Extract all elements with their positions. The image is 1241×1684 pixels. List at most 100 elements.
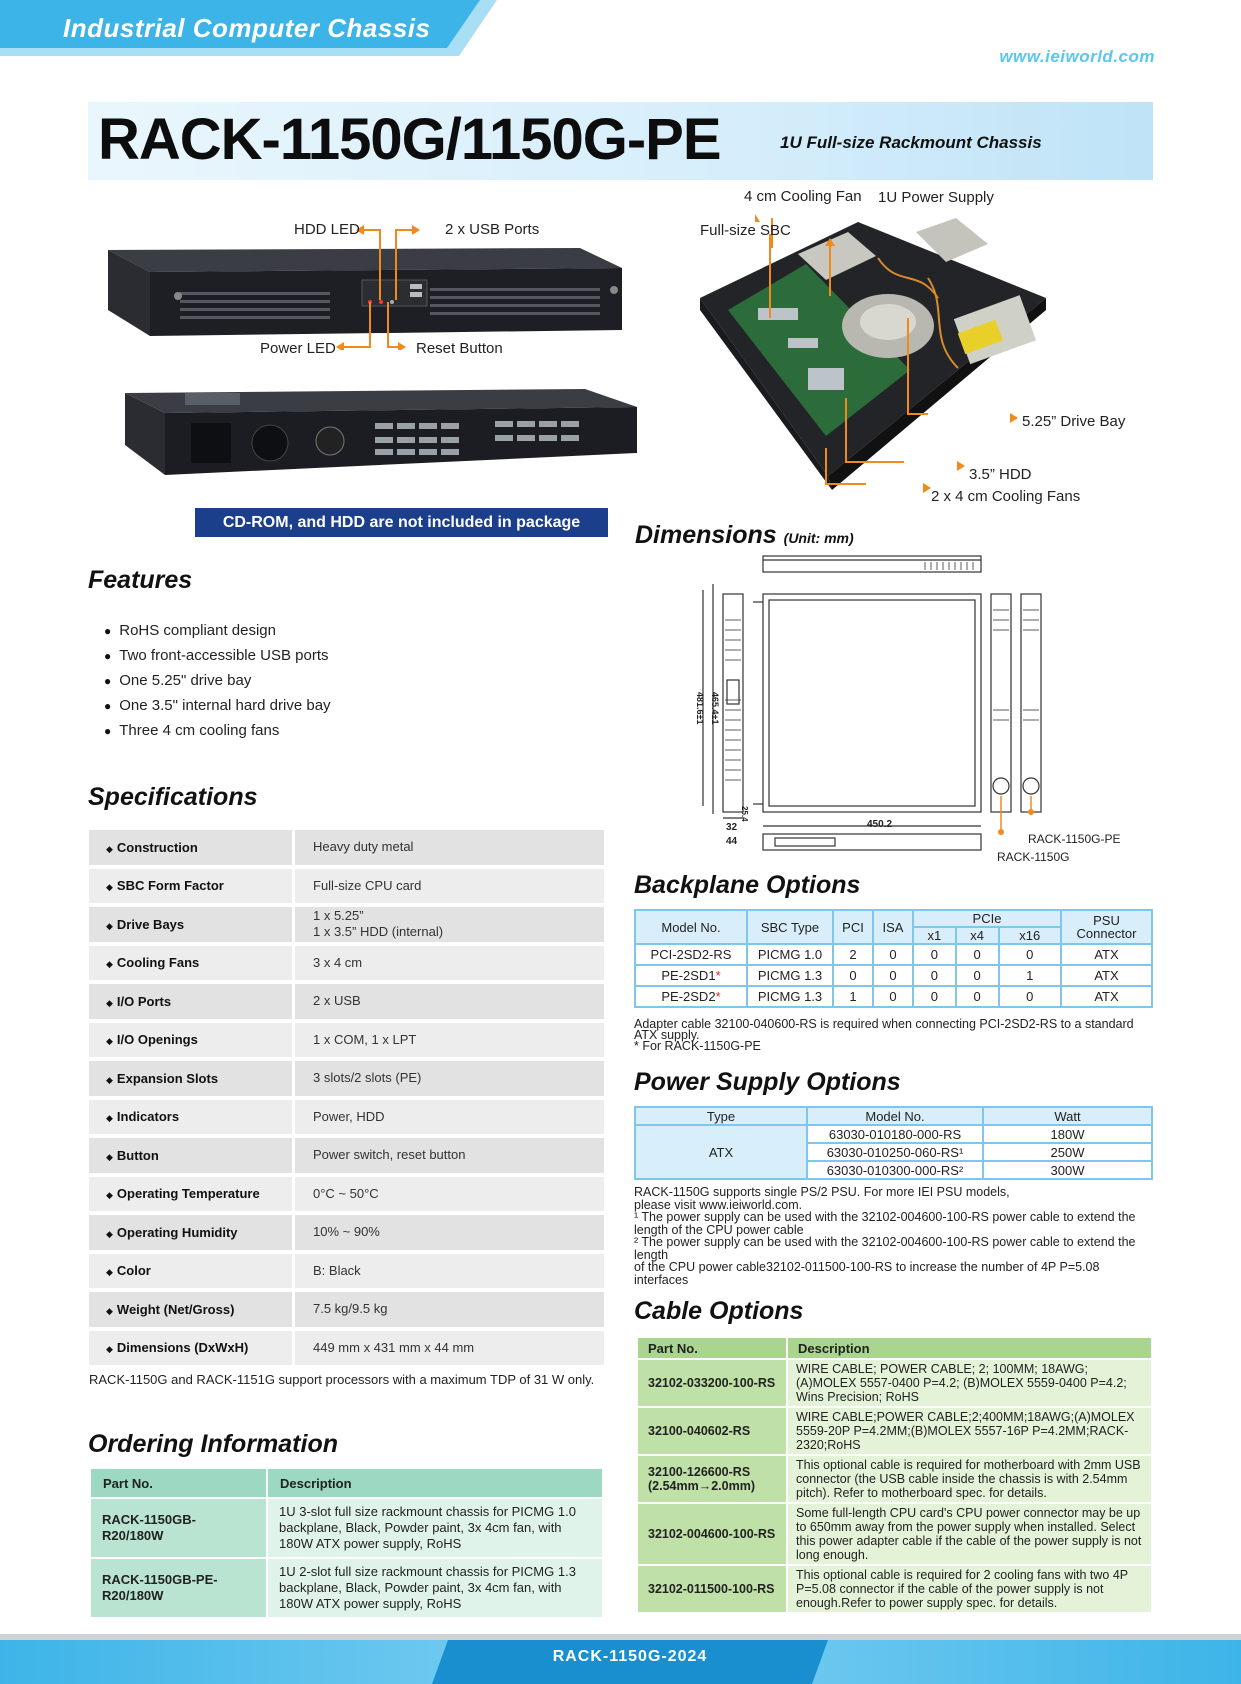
rack-1150g-label: RACK-1150G <box>997 850 1070 864</box>
model-subtitle: 1U Full-size Rackmount Chassis <box>780 133 1042 152</box>
spec-value: Power switch, reset button <box>295 1138 604 1173</box>
package-note-banner: CD-ROM, and HDD are not included in pack… <box>195 508 608 537</box>
cooling-fans-callout: 2 x 4 cm Cooling Fans <box>931 488 1081 505</box>
backplane-x4: 0 <box>954 964 1000 987</box>
cable-description: This optional cable is required for moth… <box>786 1454 1153 1504</box>
psu-model: 63030-010180-000-RS <box>806 1124 984 1144</box>
specifications-heading: Specifications <box>88 783 258 811</box>
power-supply-heading: Power Supply Options <box>634 1068 901 1096</box>
table-row: Dimensions (DxWxH)449 mm x 431 mm x 44 m… <box>89 1330 604 1365</box>
backplane-x1: 0 <box>912 943 957 966</box>
width-label-a: 465.4±1 <box>710 692 720 725</box>
backplane-x16: 1 <box>997 964 1063 987</box>
dimensions-title: Dimensions <box>635 521 777 549</box>
spec-key: I/O Openings <box>89 1022 295 1057</box>
backplane-isa: 0 <box>872 964 914 987</box>
chassis-front-image <box>108 248 622 336</box>
backplane-isa: 0 <box>872 985 914 1008</box>
part-description: 1U 3-slot full size rackmount chassis fo… <box>266 1497 604 1559</box>
column-header: Part No. <box>636 1336 788 1360</box>
spec-value: 7.5 kg/9.5 kg <box>295 1292 604 1327</box>
backplane-x4: 0 <box>954 985 1000 1008</box>
backplane-isa: 0 <box>872 943 914 966</box>
backplane-x16: 0 <box>997 985 1063 1008</box>
front-callout-arrows <box>336 225 420 350</box>
psu-note-line: length <box>634 1247 669 1262</box>
backplane-heading: Backplane Options <box>634 871 861 899</box>
backplane-pci: 0 <box>832 964 874 987</box>
column-header: PCI <box>832 909 874 945</box>
spec-key: Expansion Slots <box>89 1061 295 1096</box>
column-header: Model No. <box>806 1106 984 1126</box>
backplane-note: Adapter cable 32100-040600-RS is require… <box>634 1017 1134 1042</box>
table-row: PCI-2SD2-RS PICMG 1.0 2 0 0 0 0 ATX <box>634 943 1153 966</box>
footer-divider <box>0 1634 1241 1640</box>
cable-description: WIRE CABLE; POWER CABLE; 2; 100MM; 18AWG… <box>786 1358 1153 1408</box>
inner-callout-arrows <box>755 214 1018 493</box>
ordering-table: Part No. Description RACK-1150GB-R20/180… <box>89 1467 604 1619</box>
column-header: Description <box>786 1336 1153 1360</box>
psu-note-line: ¹ The power supply can be used with the … <box>634 1210 1136 1224</box>
table-row: 32102-004600-100-RS Some full-length CPU… <box>636 1502 1153 1566</box>
cable-part-number: 32102-033200-100-RS <box>636 1358 788 1408</box>
height-label-b: 44 <box>726 836 738 847</box>
backplane-psu: ATX <box>1060 943 1153 966</box>
header-band <box>0 0 497 56</box>
spec-value: 0°C ~ 50°C <box>295 1176 604 1211</box>
specifications-note: RACK-1150G and RACK-1151G support proces… <box>89 1372 595 1387</box>
chassis-inner-image <box>700 218 1046 490</box>
backplane-x1: 0 <box>912 985 957 1008</box>
column-header: ISA <box>872 909 914 945</box>
table-row: ATX 63030-010180-000-RS 180W <box>634 1124 1153 1180</box>
spec-key: Operating Temperature <box>89 1176 295 1211</box>
dimensions-drawing <box>702 555 1042 851</box>
table-row: PE-2SD1* PICMG 1.3 0 0 0 0 1 ATX <box>634 964 1153 987</box>
psu-note-line: ² The power supply can be used with the … <box>634 1235 1136 1249</box>
backplane-notes: Adapter cable 32100-040600-RS is require… <box>634 1017 1154 1053</box>
backplane-pci: 2 <box>832 943 874 966</box>
cable-options-heading: Cable Options <box>634 1297 804 1325</box>
table-header-row: Part No. Description <box>89 1467 604 1499</box>
depth-label: 450.2 <box>867 819 893 830</box>
features-heading: Features <box>88 566 193 594</box>
part-description: 1U 2-slot full size rackmount chassis fo… <box>266 1557 604 1619</box>
backplane-model: PE-2SD1* <box>634 964 748 987</box>
spec-value: 10% ~ 90% <box>295 1215 604 1250</box>
backplane-psu: ATX <box>1060 964 1153 987</box>
chassis-rear-image <box>125 389 637 475</box>
feature-item: Two front-accessible USB ports <box>104 643 331 668</box>
backplane-sbc: PICMG 1.3 <box>746 985 834 1008</box>
height-label-a: 32 <box>726 822 738 833</box>
website-link[interactable]: www.ieiworld.com <box>999 47 1155 66</box>
ordering-heading: Ordering Information <box>88 1430 338 1458</box>
spec-value: 2 x USB <box>295 984 604 1019</box>
spec-value: 1 x 5.25”1 x 3.5” HDD (internal) <box>295 907 604 942</box>
table-row: Weight (Net/Gross)7.5 kg/9.5 kg <box>89 1292 604 1327</box>
table-header-row: Part No. Description <box>636 1336 1153 1360</box>
cable-part-number: 32100-040602-RS <box>636 1406 788 1456</box>
backplane-x4: 0 <box>954 943 1000 966</box>
table-row: PE-2SD2* PICMG 1.3 1 0 0 0 0 ATX <box>634 985 1153 1008</box>
spec-key: Cooling Fans <box>89 945 295 980</box>
model-name: RACK-1150G/1150G-PE <box>98 107 722 172</box>
g-marker <box>1028 809 1034 815</box>
column-header: Description <box>266 1467 604 1499</box>
hdd-led-callout: HDD LED <box>294 221 360 238</box>
psu-type: ATX <box>634 1124 808 1180</box>
power-led-callout: Power LED <box>260 340 336 357</box>
feature-item: Three 4 cm cooling fans <box>104 718 331 743</box>
column-header: x1 <box>912 926 957 945</box>
model-title-bar <box>88 102 1153 180</box>
sbc-callout: Full-size SBC <box>700 222 791 239</box>
dimensions-unit: (Unit: mm) <box>783 530 854 546</box>
backplane-model: PCI-2SD2-RS <box>634 943 748 966</box>
spec-value: B: Black <box>295 1253 604 1288</box>
rack-1150g-pe-label: RACK-1150G-PE <box>1028 832 1121 846</box>
thickness-label: 25.4 <box>740 806 749 822</box>
table-header-row: x1 x4 x16 <box>635 926 1152 945</box>
